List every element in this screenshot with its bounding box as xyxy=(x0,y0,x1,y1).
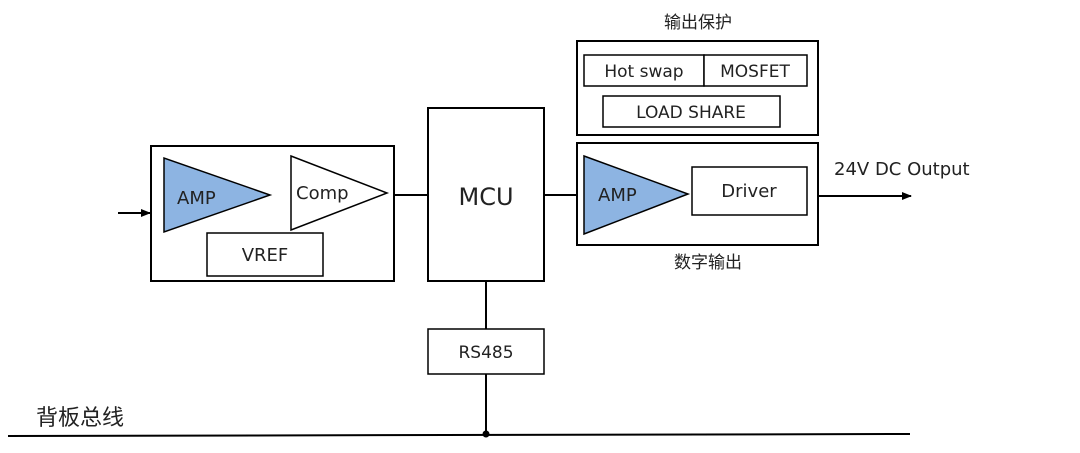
mosfet-box xyxy=(703,54,808,87)
input-amp-label: AMP xyxy=(177,188,216,209)
comparator-label: Comp xyxy=(296,183,349,204)
load-share-label: LOAD SHARE xyxy=(636,103,746,123)
rs485-box xyxy=(427,328,545,375)
input-stage-block: AMP Comp VREF xyxy=(150,145,395,282)
hot-swap-label: Hot swap xyxy=(604,62,683,82)
digital-output-title: 数字输出 xyxy=(674,253,742,273)
input-amp-triangle xyxy=(163,156,273,234)
backplane-bus-label: 背板总线 xyxy=(36,406,124,431)
output-voltage-label: 24V DC Output xyxy=(834,159,970,180)
output-amp-triangle xyxy=(583,154,691,236)
mcu-label: MCU xyxy=(458,183,513,211)
load-share-box xyxy=(602,95,781,128)
vref-box xyxy=(206,232,324,277)
output-protection-frame xyxy=(576,40,819,136)
comparator-triangle xyxy=(290,154,390,232)
input-stage-frame xyxy=(150,145,395,282)
output-protection-block: 输出保护 Hot swap MOSFET LOAD SHARE xyxy=(576,13,819,136)
vref-label: VREF xyxy=(242,245,289,266)
digital-output-block: AMP Driver 数字输出 xyxy=(576,142,819,273)
backplane-bus-line xyxy=(7,433,911,437)
rs485-label: RS485 xyxy=(458,343,513,363)
hot-swap-box xyxy=(583,54,705,87)
output-amp-label: AMP xyxy=(598,185,637,206)
mcu-box xyxy=(427,107,545,282)
mosfet-label: MOSFET xyxy=(720,62,790,82)
digital-output-frame xyxy=(576,142,819,246)
output-protection-title: 输出保护 xyxy=(664,13,732,33)
driver-label: Driver xyxy=(721,181,777,202)
driver-box xyxy=(691,166,808,216)
